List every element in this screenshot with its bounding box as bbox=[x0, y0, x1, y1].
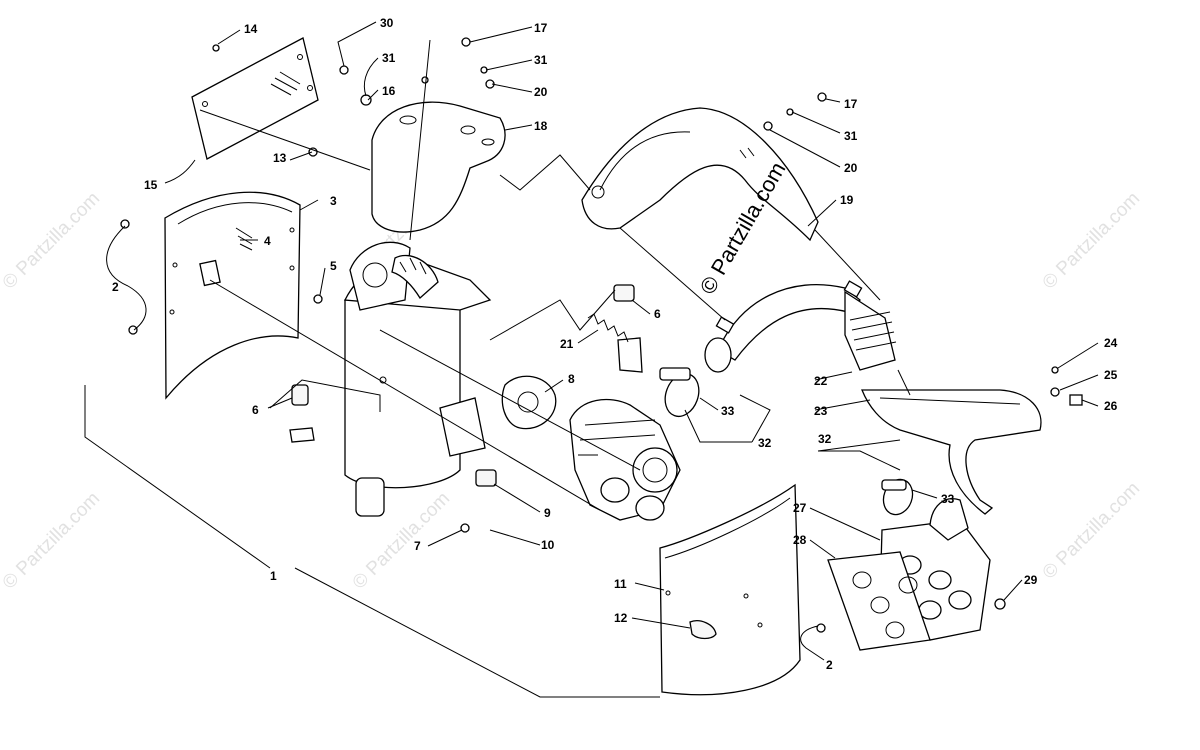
turbocharger bbox=[569, 398, 681, 521]
callout-5: 5 bbox=[330, 259, 337, 273]
manifold-heat-shield bbox=[861, 389, 1042, 515]
callout-10: 10 bbox=[541, 538, 555, 552]
callout-3: 3 bbox=[330, 194, 337, 208]
leader-lines bbox=[84, 21, 1099, 698]
callout-7: 7 bbox=[414, 539, 421, 553]
callout-20: 20 bbox=[534, 85, 548, 99]
callout-30: 30 bbox=[380, 16, 394, 30]
lower-exhaust-pipe bbox=[704, 280, 897, 373]
upper-muffler-shield bbox=[371, 101, 506, 233]
callout-27: 27 bbox=[793, 501, 807, 515]
callout-16: 16 bbox=[382, 84, 396, 98]
spring bbox=[587, 313, 629, 343]
manifold-gasket bbox=[827, 551, 931, 651]
callout-19: 19 bbox=[840, 193, 854, 207]
callout-11: 11 bbox=[614, 577, 627, 591]
callout-17: 17 bbox=[534, 21, 548, 35]
callout-9: 9 bbox=[544, 506, 551, 520]
callout-labels: 1 2 2 3 4 5 6 6 7 8 9 10 11 12 13 14 15 … bbox=[112, 16, 1118, 672]
muffler-canister bbox=[343, 241, 492, 517]
callout-6: 6 bbox=[654, 307, 661, 321]
watermark-faint: © Partzilla.com bbox=[0, 488, 104, 593]
callout-13: 13 bbox=[273, 151, 287, 165]
callout-29: 29 bbox=[1024, 573, 1038, 587]
rubber-isolator bbox=[289, 284, 643, 487]
callout-33: 33 bbox=[941, 492, 955, 506]
callout-12: 12 bbox=[614, 611, 628, 625]
callout-24: 24 bbox=[1104, 336, 1118, 350]
heat-shield-plate bbox=[191, 37, 319, 160]
turbo-gasket bbox=[501, 375, 557, 430]
callout-26: 26 bbox=[1104, 399, 1118, 413]
callout-28: 28 bbox=[793, 533, 807, 547]
callout-31: 31 bbox=[844, 129, 858, 143]
callout-20: 20 bbox=[844, 161, 858, 175]
callout-21: 21 bbox=[560, 337, 574, 351]
callout-6: 6 bbox=[252, 403, 259, 417]
callout-23: 23 bbox=[814, 404, 828, 418]
callout-4: 4 bbox=[264, 234, 271, 248]
callout-15: 15 bbox=[144, 178, 158, 192]
exhaust-clamp bbox=[659, 367, 914, 516]
partzilla-watermark: © Partzilla.com bbox=[695, 158, 791, 299]
callout-2: 2 bbox=[112, 280, 119, 294]
lower-heat-shield bbox=[164, 191, 301, 400]
callout-1: 1 bbox=[270, 569, 277, 583]
watermark-faint: © Partzilla.com bbox=[1039, 478, 1144, 583]
callout-31: 31 bbox=[534, 53, 548, 67]
callout-33: 33 bbox=[721, 404, 735, 418]
callout-18: 18 bbox=[534, 119, 548, 133]
callout-31: 31 bbox=[382, 51, 396, 65]
callout-22: 22 bbox=[814, 374, 828, 388]
callout-32: 32 bbox=[818, 432, 832, 446]
watermark-faint: © Partzilla.com bbox=[1039, 188, 1144, 293]
callout-14: 14 bbox=[244, 22, 258, 36]
upper-exhaust-pipe bbox=[581, 107, 819, 242]
callout-8: 8 bbox=[568, 372, 575, 386]
callout-17: 17 bbox=[844, 97, 858, 111]
callout-32: 32 bbox=[758, 436, 772, 450]
callout-2: 2 bbox=[826, 658, 833, 672]
watermark-faint: © Partzilla.com bbox=[0, 188, 104, 293]
lower-right-shield bbox=[659, 483, 801, 696]
callout-25: 25 bbox=[1104, 368, 1118, 382]
